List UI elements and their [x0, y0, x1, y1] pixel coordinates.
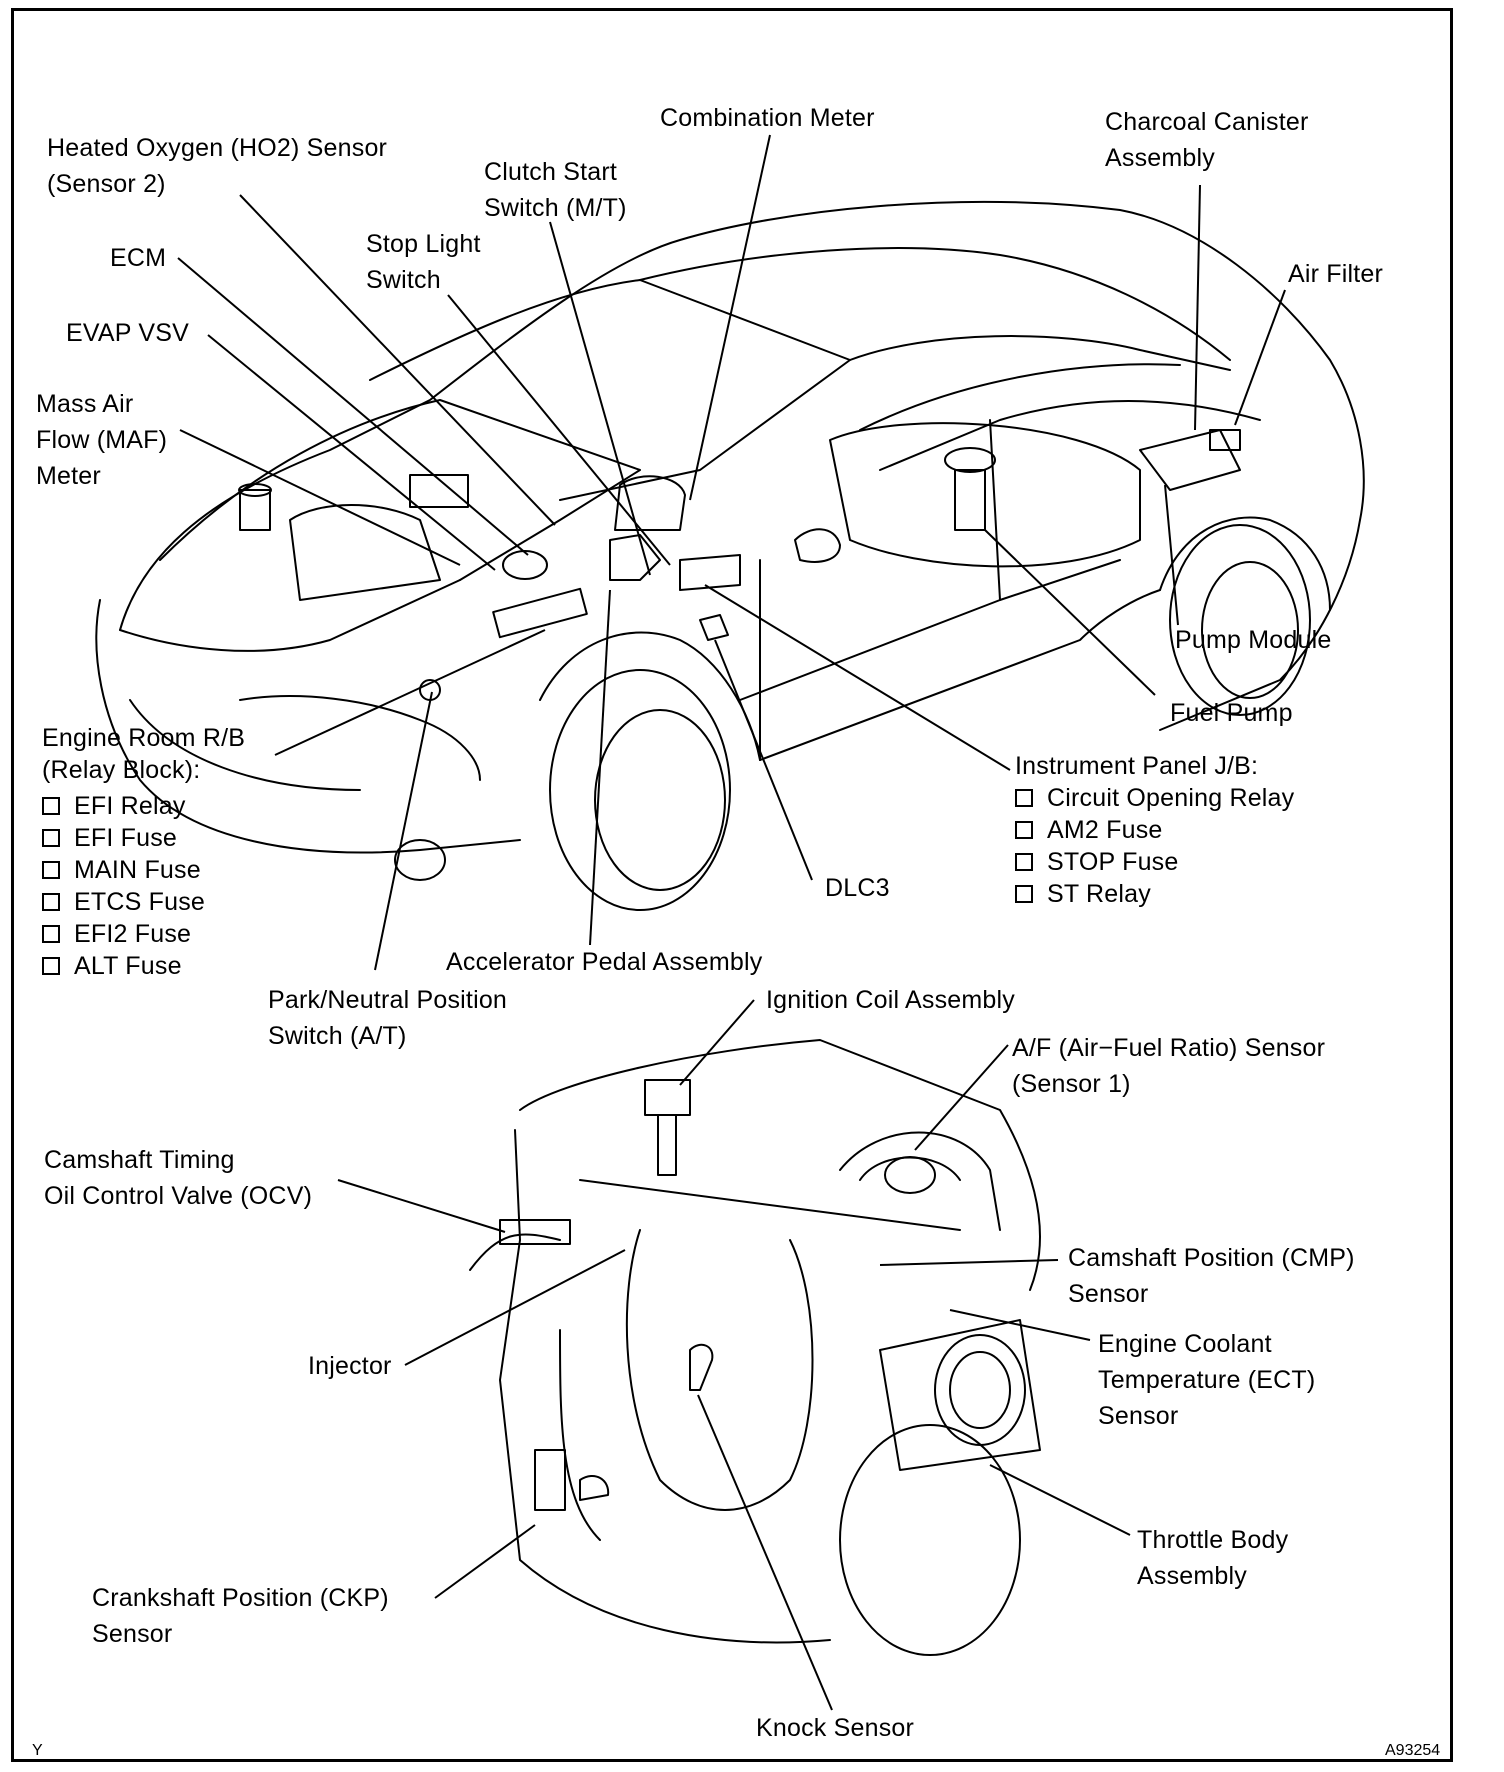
- rb-item-etcs-fuse: ETCS Fuse: [42, 886, 245, 918]
- label-cmp-sensor: Camshaft Position (CMP)Sensor: [1068, 1244, 1355, 1308]
- label-accelerator-pedal: Accelerator Pedal Assembly: [446, 948, 763, 976]
- label-ckp-sensor: Crankshaft Position (CKP)Sensor: [92, 1584, 389, 1648]
- label-dlc3: DLC3: [825, 874, 890, 902]
- label-ho2-sensor: Heated Oxygen (HO2) Sensor(Sensor 2): [47, 134, 388, 198]
- jb-item-circuit-opening-relay: Circuit Opening Relay: [1015, 782, 1294, 814]
- label-evap-vsv: EVAP VSV: [66, 319, 189, 347]
- jb-item-st-relay: ST Relay: [1015, 878, 1294, 910]
- rb-item-efi-fuse: EFI Fuse: [42, 822, 245, 854]
- rb-item-efi-relay: EFI Relay: [42, 790, 245, 822]
- label-engine-room-rb: Engine Room R/B (Relay Block): EFI Relay…: [42, 724, 246, 982]
- jb-item-stop-fuse: STOP Fuse: [1015, 846, 1294, 878]
- leader-lines: [177, 134, 1286, 1711]
- figure-id: A93254: [1385, 1742, 1441, 1759]
- rb-item-alt-fuse: ALT Fuse: [42, 950, 245, 982]
- vehicle-outline: [95, 200, 1365, 911]
- corner-mark-left: Y: [32, 1742, 43, 1759]
- label-injector: Injector: [308, 1352, 392, 1380]
- label-pump-module: Pump Module: [1175, 626, 1332, 654]
- label-instrument-panel-jb: Instrument Panel J/B: Circuit Opening Re…: [1015, 752, 1295, 910]
- rb-item-main-fuse: MAIN Fuse: [42, 854, 245, 886]
- label-air-filter: Air Filter: [1288, 260, 1384, 288]
- rb-item-efi2-fuse: EFI2 Fuse: [42, 918, 245, 950]
- engine-outline: [469, 1039, 1041, 1656]
- label-knock-sensor: Knock Sensor: [756, 1714, 915, 1742]
- label-combination-meter: Combination Meter: [660, 104, 875, 132]
- label-af-sensor: A/F (Air−Fuel Ratio) Sensor(Sensor 1): [1012, 1034, 1326, 1098]
- label-ignition-coil: Ignition Coil Assembly: [766, 986, 1015, 1014]
- label-fuel-pump: Fuel Pump: [1170, 699, 1293, 727]
- diagram-frame: [11, 8, 1453, 1762]
- label-ecm: ECM: [110, 244, 167, 272]
- jb-item-am2-fuse: AM2 Fuse: [1015, 814, 1294, 846]
